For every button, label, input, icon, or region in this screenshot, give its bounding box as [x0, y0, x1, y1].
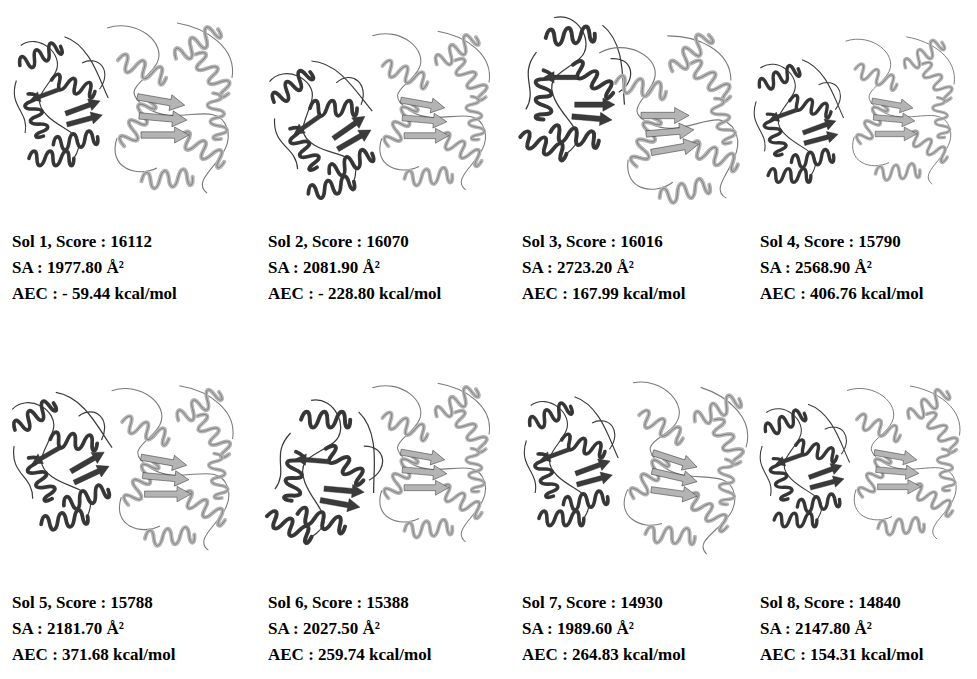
- solution-caption: Sol 3, Score : 16016: [522, 232, 663, 252]
- solution-caption: Sol 7, Score : 14930: [522, 593, 663, 613]
- solution-caption: Sol 5, Score : 15788: [12, 593, 153, 613]
- solution-caption: AEC : 259.74 kcal/mol: [268, 645, 431, 665]
- solution-caption: Sol 2, Score : 16070: [268, 232, 409, 252]
- solution-caption: AEC : 167.99 kcal/mol: [522, 284, 685, 304]
- solution-caption: SA : 2081.90 Å²: [268, 258, 380, 278]
- solution-caption: AEC : 371.68 kcal/mol: [12, 645, 175, 665]
- solution-caption: AEC : - 59.44 kcal/mol: [12, 284, 177, 304]
- solution-caption: Sol 4, Score : 15790: [760, 232, 901, 252]
- solution-caption: SA : 2181.70 Å²: [12, 619, 124, 639]
- solution-caption: Sol 8, Score : 14840: [760, 593, 901, 613]
- solution-caption: SA : 2027.50 Å²: [268, 619, 380, 639]
- solution-caption: Sol 6, Score : 15388: [268, 593, 409, 613]
- solution-caption: SA : 1977.80 Å²: [12, 258, 124, 278]
- solution-caption: AEC : - 228.80 kcal/mol: [268, 284, 441, 304]
- solution-caption: SA : 2723.20 Å²: [522, 258, 634, 278]
- solution-caption: SA : 1989.60 Å²: [522, 619, 634, 639]
- solution-caption: AEC : 154.31 kcal/mol: [760, 645, 923, 665]
- solution-caption: SA : 2568.90 Å²: [760, 258, 872, 278]
- solution-caption: Sol 1, Score : 16112: [12, 232, 152, 252]
- solution-caption: SA : 2147.80 Å²: [760, 619, 872, 639]
- solution-caption: AEC : 406.76 kcal/mol: [760, 284, 923, 304]
- solution-caption: AEC : 264.83 kcal/mol: [522, 645, 685, 665]
